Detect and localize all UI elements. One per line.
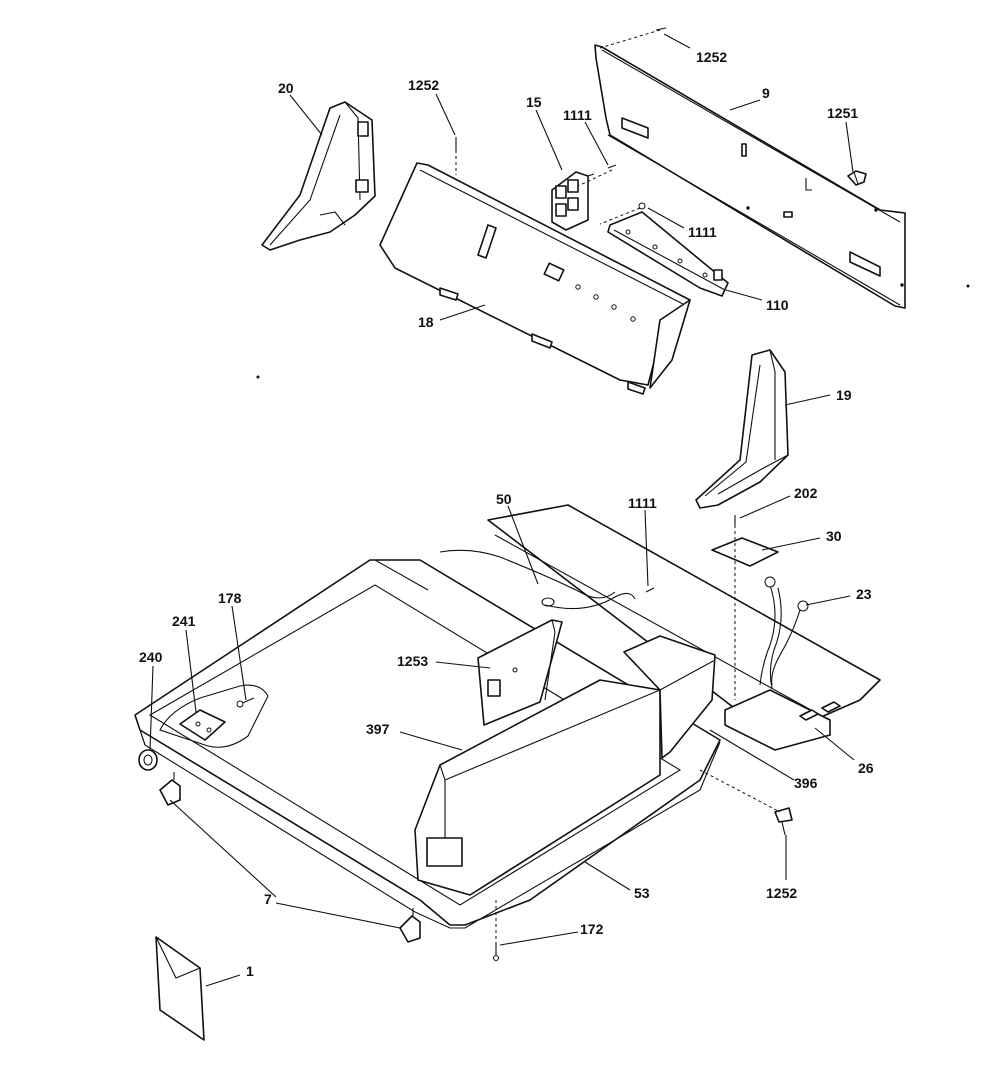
callout-396: 396: [794, 775, 818, 791]
callout-1252-lower: 1252: [766, 885, 797, 901]
assembly-guide-lines: [455, 29, 781, 942]
part-15-switch: [551, 171, 595, 231]
callout-26: 26: [858, 760, 874, 776]
callout-19: 19: [836, 387, 852, 403]
part-20-left-end-cap: [261, 101, 376, 251]
callout-1: 1: [246, 963, 254, 979]
callout-9: 9: [762, 85, 770, 101]
screw-1252-top: [655, 27, 667, 31]
part-30-plate: [711, 537, 779, 567]
screw-1111-c: [645, 587, 655, 593]
part-7-leg-lower: [399, 908, 421, 943]
callout-110: 110: [766, 297, 789, 313]
screw-1111-b: [638, 202, 646, 210]
screw-1111-a: [607, 164, 617, 169]
callout-50: 50: [496, 491, 512, 507]
callout-241: 241: [172, 613, 196, 629]
callout-1252-top: 1252: [696, 49, 727, 65]
part-1-manual: [155, 936, 205, 1041]
part-397-box: [414, 679, 661, 896]
part-110-bracket: [607, 211, 729, 297]
part-26-back-support: [487, 504, 881, 751]
callout-15: 15: [526, 94, 542, 110]
callout-172: 172: [580, 921, 604, 937]
callout-labels: 1252 9 1251 20 1252 15 1111 1111 110 18 …: [139, 49, 874, 979]
part-1251-clip: [847, 170, 867, 186]
callout-202: 202: [794, 485, 818, 501]
part-19-right-end-cap: [695, 349, 789, 509]
part-9-rear-panel: [594, 44, 906, 309]
part-178-screw: [236, 697, 255, 708]
part-18-control-panel: [379, 162, 691, 395]
part-240-knob: [138, 749, 158, 771]
callout-1251: 1251: [827, 105, 858, 121]
callout-1111-a: 1111: [563, 107, 592, 123]
callout-53: 53: [634, 885, 650, 901]
part-50-cord: [439, 549, 636, 610]
part-23-harness: [759, 576, 809, 689]
callout-18: 18: [418, 314, 434, 330]
stray-dot: [256, 375, 260, 379]
stray-dot: [966, 284, 970, 288]
callout-178: 178: [218, 590, 242, 606]
part-396-panel: [623, 635, 716, 759]
part-241-lid-switch: [179, 709, 226, 741]
part-1253-bracket: [477, 619, 563, 726]
part-7-leg-upper: [159, 772, 181, 806]
callout-23: 23: [856, 586, 872, 602]
leader-lines: [149, 33, 855, 987]
part-53-base-top: [134, 559, 721, 929]
callout-7: 7: [264, 891, 272, 907]
callout-20: 20: [278, 80, 294, 96]
callout-397: 397: [366, 721, 390, 737]
callout-30: 30: [826, 528, 842, 544]
callout-240: 240: [139, 649, 163, 665]
callout-1252-mid: 1252: [408, 77, 439, 93]
callout-1111-b: 1111: [688, 224, 717, 240]
callout-1253: 1253: [397, 653, 428, 669]
screw-1252-lower: [774, 807, 793, 836]
callout-1111-c: 1111: [628, 495, 657, 511]
screw-172: [493, 942, 499, 961]
